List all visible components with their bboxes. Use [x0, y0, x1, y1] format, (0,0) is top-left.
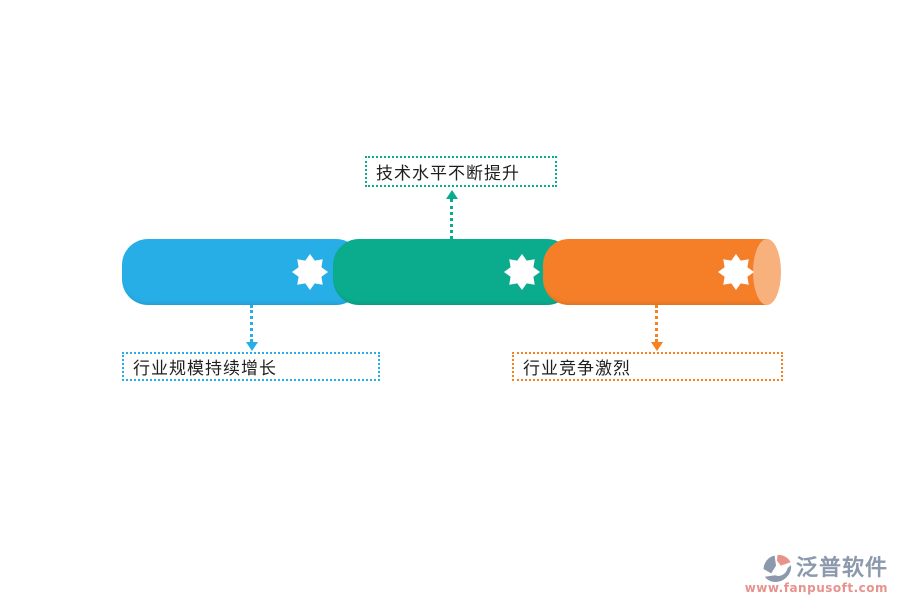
connector-line-bottom-left [250, 305, 253, 342]
cylinder-end-cap [753, 239, 781, 305]
arrowhead-up-icon [446, 190, 458, 199]
arrowhead-down-icon [651, 342, 663, 351]
logo-shape [776, 554, 791, 566]
logo-shape [764, 565, 792, 582]
star-icon [291, 253, 329, 291]
arrowhead-down-icon [246, 342, 258, 351]
logo-shape [763, 555, 777, 574]
connector-line-top [450, 199, 453, 239]
star-shape [291, 253, 329, 291]
callout-industry-scale: 行业规模持续增长 [122, 352, 380, 381]
callout-competition: 行业竞争激烈 [512, 352, 783, 381]
watermark: 泛普软件 www.fanpusoft.com [745, 554, 888, 595]
watermark-brand-row: 泛普软件 [761, 554, 888, 583]
callout-industry-scale-label: 行业规模持续增长 [133, 359, 277, 379]
fanpu-logo-icon [763, 554, 792, 582]
star-icon [503, 253, 541, 291]
callout-competition-label: 行业竞争激烈 [523, 359, 631, 379]
watermark-brand-text: 泛普软件 [795, 555, 888, 581]
callout-tech-level: 技术水平不断提升 [365, 156, 557, 187]
connector-line-bottom-right [655, 305, 658, 342]
watermark-url-text: www.fanpusoft.com [744, 581, 888, 595]
star-icon [717, 253, 755, 291]
star-shape [717, 253, 755, 291]
star-shape [503, 253, 541, 291]
callout-tech-level-label: 技术水平不断提升 [376, 164, 520, 184]
